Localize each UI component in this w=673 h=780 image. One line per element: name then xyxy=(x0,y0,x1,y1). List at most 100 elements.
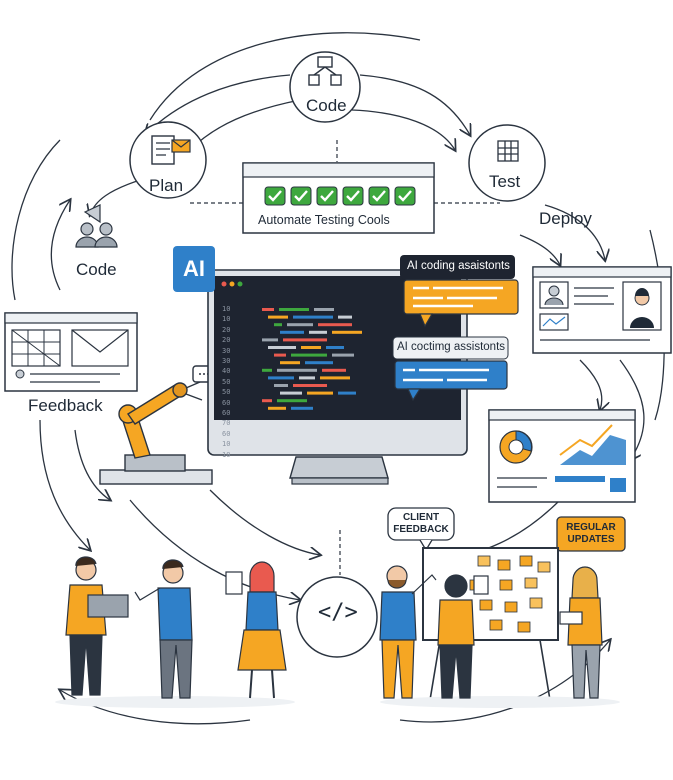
regular-updates-text: REGULAR UPDATES xyxy=(559,522,623,546)
code-line-segment xyxy=(291,353,327,357)
checkmark-icon xyxy=(268,190,282,202)
code-line-segment xyxy=(309,330,327,334)
woman-with-tablet xyxy=(225,561,287,699)
line-number: 70 xyxy=(222,419,231,428)
line-number: 20 xyxy=(222,336,231,345)
line-number: 60 xyxy=(222,429,231,438)
client-feedback-text: CLIENT FEEDBACK xyxy=(390,512,452,536)
code-line-segment xyxy=(283,338,327,342)
code-line-segment xyxy=(293,315,333,319)
code-line-segment xyxy=(293,384,327,387)
person-pointing xyxy=(134,559,193,699)
code-line-segment xyxy=(262,368,272,372)
sticky-note xyxy=(489,619,503,631)
deploy-stage-label: Deploy xyxy=(539,209,592,228)
sticky-note xyxy=(529,597,543,609)
code-line-segment xyxy=(280,391,302,395)
line-number: 10 xyxy=(222,315,231,324)
line-number: 10 xyxy=(222,440,231,449)
code-symbol-node xyxy=(296,576,378,658)
line-number: 20 xyxy=(222,325,231,334)
code-line-segment xyxy=(280,330,304,334)
plan-stage-label: Plan xyxy=(149,176,184,195)
person-with-laptop xyxy=(65,556,129,696)
client-feedback-line-2: FEEDBACK xyxy=(393,524,449,535)
mail-document-icon xyxy=(151,135,191,165)
code-line-segment xyxy=(274,353,286,357)
code-line-segment xyxy=(268,406,286,410)
assistant-bubble-top-text: AI coding asaistonts xyxy=(407,260,510,272)
line-number: 10 xyxy=(222,450,231,459)
code-line-segment xyxy=(307,391,333,395)
line-number: 30 xyxy=(222,346,231,355)
code-line-segment xyxy=(318,323,352,327)
woman-with-notepad xyxy=(559,566,603,699)
client-feedback-line-1: CLIENT xyxy=(402,512,440,523)
code-line-segment xyxy=(274,323,282,327)
robot-arm-icon xyxy=(99,365,220,485)
assistant-bubble-top xyxy=(400,255,519,328)
grid-cube-icon xyxy=(497,140,519,162)
code-line-segment xyxy=(277,399,307,403)
code-line-segment xyxy=(279,308,309,311)
code-line-segment xyxy=(277,368,317,372)
code-line-segment xyxy=(332,353,354,357)
test-stage-node xyxy=(468,124,546,202)
code-line-segment xyxy=(322,368,346,372)
sticky-note xyxy=(479,599,493,611)
code-line-segment xyxy=(326,346,344,349)
code-line-segment xyxy=(301,346,321,349)
code-line-segment xyxy=(299,376,315,380)
checkmark-icon xyxy=(372,190,386,202)
code-line-segment xyxy=(262,399,272,403)
feedback-stage-label: Feedback xyxy=(28,396,103,415)
code-symbol: </> xyxy=(318,600,358,625)
sticky-note xyxy=(519,555,533,567)
ai-badge: AI xyxy=(173,246,215,292)
sticky-note xyxy=(517,621,531,633)
line-number: 60 xyxy=(222,398,231,407)
checkmark-icon xyxy=(346,190,360,202)
code-stage-label: Code xyxy=(306,96,347,115)
code-line-segment xyxy=(280,361,300,365)
checkmark-icon xyxy=(294,190,308,202)
line-number: 10 xyxy=(222,305,231,313)
analytics-window xyxy=(488,409,636,503)
code-line-segment xyxy=(314,308,334,311)
line-chart-icon xyxy=(559,424,626,465)
team-icon xyxy=(75,204,118,248)
regular-updates-line-2: UPDATES xyxy=(567,534,615,545)
woman-at-whiteboard xyxy=(437,574,489,699)
code-line-segment xyxy=(332,330,362,334)
checkmark-icon xyxy=(398,190,412,202)
code-line-segment xyxy=(274,384,288,387)
code-line-segment xyxy=(305,361,333,365)
man-at-whiteboard xyxy=(379,565,437,699)
feedback-window xyxy=(4,312,138,392)
pie-chart-icon xyxy=(499,430,533,464)
dashed-connectors xyxy=(190,140,500,575)
line-number: 50 xyxy=(222,377,231,386)
sticky-note xyxy=(537,561,551,573)
code-line-segment xyxy=(262,308,274,311)
code-line-segment xyxy=(287,323,313,327)
testing-banner-label: Automate Testing Cools xyxy=(258,213,390,227)
regular-updates-line-1: REGULAR xyxy=(566,522,616,533)
line-number: 30 xyxy=(222,357,231,366)
regular-updates-bubble xyxy=(556,516,626,552)
assistant-bubble-bottom xyxy=(392,336,509,402)
sticky-note xyxy=(499,579,513,591)
test-stage-label: Test xyxy=(489,172,521,191)
line-number: 60 xyxy=(222,409,231,418)
flowchart-icon xyxy=(308,56,342,86)
testing-banner xyxy=(242,162,435,234)
code-line-segment xyxy=(338,391,356,395)
code-line-segment xyxy=(268,346,296,349)
assistant-bubble-bottom-text: AI coctimg assistonts xyxy=(397,341,506,353)
code-left-stage-label: Code xyxy=(76,260,117,279)
code-line-segment xyxy=(268,315,288,319)
sticky-note xyxy=(477,555,491,567)
code-stage-node xyxy=(289,51,361,123)
line-number: 40 xyxy=(222,367,231,376)
